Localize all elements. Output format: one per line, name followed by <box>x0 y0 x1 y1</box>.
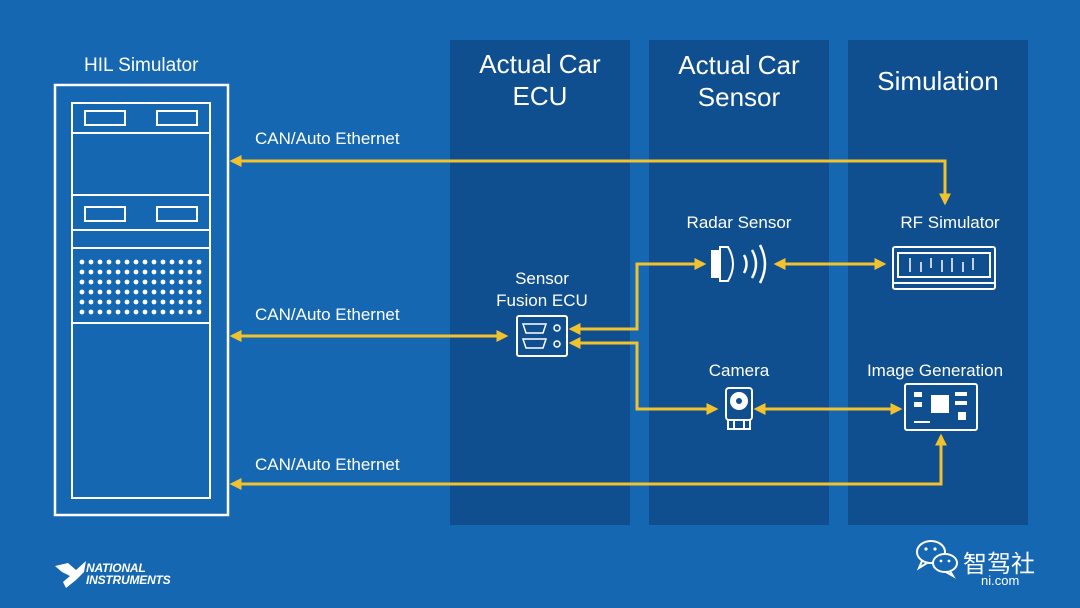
link-label-bottom: CAN/Auto Ethernet <box>255 455 400 474</box>
ecu-label: Sensor Fusion ECU <box>482 268 602 312</box>
hil-rack-icon <box>53 83 230 517</box>
ecu-label-line1: Sensor <box>515 269 569 288</box>
wechat-icon <box>916 540 958 579</box>
ecu-label-line2: Fusion ECU <box>496 291 588 310</box>
ni-brand-wordmark: NATIONAL INSTRUMENTS <box>86 561 171 587</box>
column-title-ecu-line1: Actual Car <box>479 49 601 79</box>
column-title-simulation-line1: Simulation <box>877 66 999 96</box>
column-title-simulation: Simulation <box>848 65 1028 97</box>
image-generation-board-icon <box>904 383 978 431</box>
radar-sensor-label: Radar Sensor <box>686 213 792 232</box>
rack-io-dot-grid <box>79 259 202 315</box>
column-title-sensor: Actual Car Sensor <box>649 49 829 113</box>
hil-simulator-title: HIL Simulator <box>84 55 199 76</box>
ecu-radar-arrow <box>568 258 707 335</box>
camera-label: Camera <box>708 361 770 380</box>
ecu-camera-arrow <box>568 337 719 415</box>
column-title-sensor-line1: Actual Car <box>678 50 800 80</box>
rf-simulator-label: RF Simulator <box>900 213 1000 232</box>
ni-brand-line2: INSTRUMENTS <box>86 573 171 587</box>
watermark-chinese-text: 智驾社 <box>963 550 1035 578</box>
ni-eagle-logo <box>55 561 86 588</box>
ni-brand-line1: NATIONAL <box>86 561 146 575</box>
radar-sensor-icon <box>711 244 767 284</box>
column-title-sensor-line2: Sensor <box>697 82 781 112</box>
link-label-middle: CAN/Auto Ethernet <box>255 305 400 324</box>
column-title-ecu-line2: ECU <box>512 81 568 111</box>
rf-simulator-icon <box>892 246 996 290</box>
column-title-ecu: Actual Car ECU <box>450 48 630 112</box>
ecu-connector-icon <box>516 315 568 357</box>
link-label-top: CAN/Auto Ethernet <box>255 129 400 148</box>
camera-icon <box>725 387 753 430</box>
image-generation-label: Image Generation <box>866 361 1004 380</box>
watermark-domain: ni.com <box>981 573 1020 588</box>
link-arrow-top <box>229 155 951 206</box>
link-arrow-bottom <box>229 433 947 490</box>
